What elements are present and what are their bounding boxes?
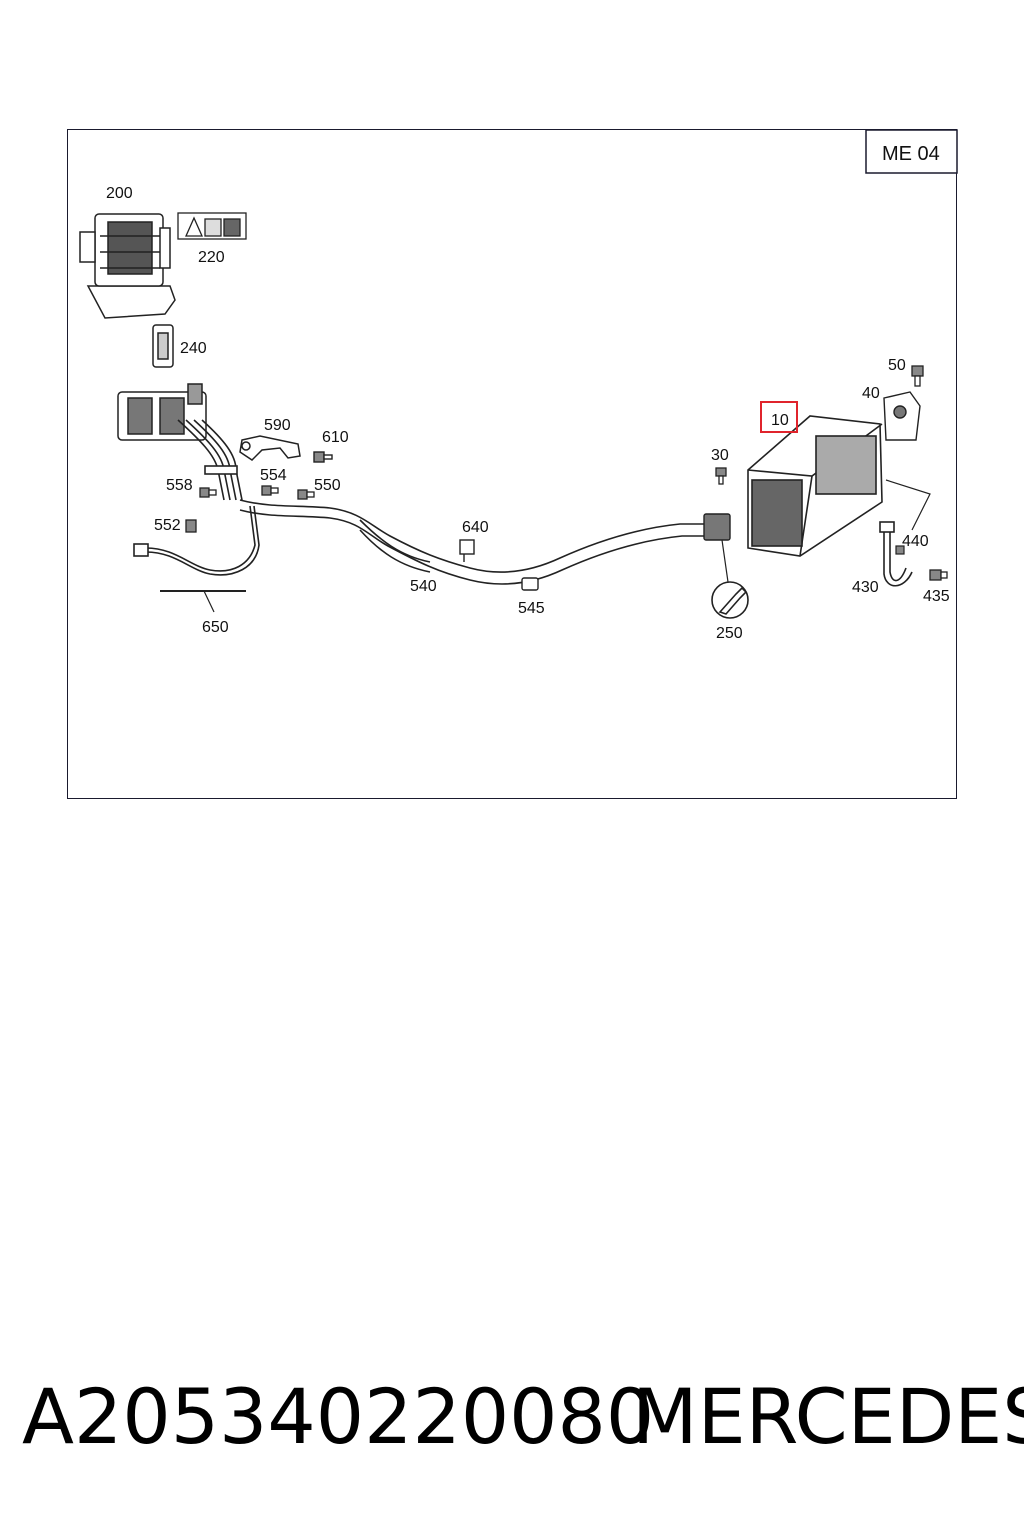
- part-540-main-harness[interactable]: [239, 499, 706, 585]
- label-250: 250: [716, 625, 743, 642]
- label-590: 590: [264, 417, 291, 434]
- part-550-bolt[interactable]: [297, 489, 315, 500]
- label-554: 554: [260, 467, 287, 484]
- part-554-bolt[interactable]: [261, 485, 279, 496]
- diagram-frame: [67, 129, 957, 799]
- left-connector-block[interactable]: [117, 383, 207, 441]
- label-558: 558: [166, 477, 193, 494]
- part-610-bolt[interactable]: [313, 451, 333, 463]
- part-650-cable[interactable]: [133, 505, 260, 576]
- label-540: 540: [410, 578, 437, 595]
- part-435-screw[interactable]: [929, 569, 948, 581]
- part-10-battery-module[interactable]: [747, 415, 883, 557]
- part-number: A205340220080: [22, 1372, 655, 1461]
- label-200: 200: [106, 185, 133, 202]
- part-430-hose[interactable]: [879, 521, 913, 587]
- part-650-leader: [203, 590, 215, 613]
- label-610: 610: [322, 429, 349, 446]
- section-code: ME 04: [882, 143, 940, 165]
- part-558-bolt[interactable]: [199, 487, 217, 498]
- part-545-grommet[interactable]: [521, 577, 539, 591]
- part-240-gasket[interactable]: [152, 324, 174, 368]
- label-50: 50: [888, 357, 906, 374]
- brand-name: MERCEDES: [632, 1372, 1024, 1461]
- part-640-clip[interactable]: [459, 539, 475, 562]
- label-240: 240: [180, 340, 207, 357]
- part-10-highlight: 10: [760, 401, 798, 433]
- label-10: 10: [771, 412, 789, 429]
- label-545: 545: [518, 600, 545, 617]
- label-435: 435: [923, 588, 950, 605]
- section-code-box: ME 04: [865, 129, 958, 174]
- label-650: 650: [202, 619, 229, 636]
- label-550: 550: [314, 477, 341, 494]
- label-430: 430: [852, 579, 879, 596]
- footer: A205340220080 MERCEDES: [0, 1372, 1024, 1472]
- label-440: 440: [902, 533, 929, 550]
- label-640: 640: [462, 519, 489, 536]
- label-40: 40: [862, 385, 880, 402]
- label-220: 220: [198, 249, 225, 266]
- part-30-bolt[interactable]: [715, 467, 727, 485]
- label-30: 30: [711, 447, 729, 464]
- cable-bundle: [177, 419, 243, 501]
- harness-connector[interactable]: [703, 513, 731, 583]
- part-552-nut[interactable]: [185, 519, 197, 533]
- part-50-bolt[interactable]: [911, 365, 924, 387]
- part-40-bracket[interactable]: [883, 391, 921, 441]
- part-220-warning-label[interactable]: [177, 212, 247, 240]
- part-440-leader: [885, 479, 931, 531]
- label-552: 552: [154, 517, 181, 534]
- part-440-bolt: [895, 545, 905, 555]
- part-200-module[interactable]: [79, 213, 176, 319]
- part-590-bracket[interactable]: [239, 435, 301, 461]
- part-250-wrench-symbol[interactable]: [711, 581, 749, 619]
